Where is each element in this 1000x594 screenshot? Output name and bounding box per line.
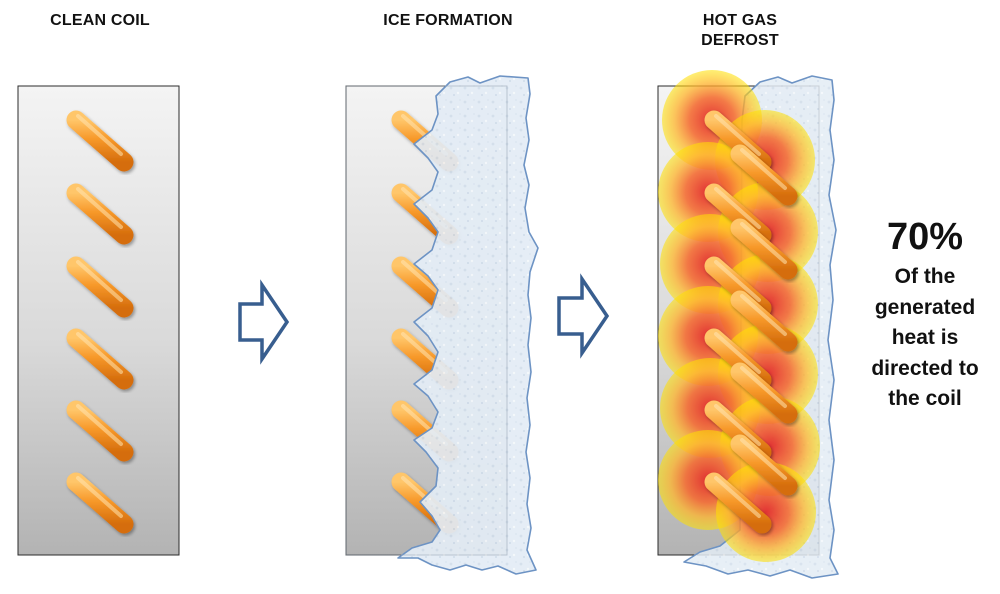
coil-rod-highlight (76, 114, 123, 156)
coil-rod (730, 144, 798, 206)
coil-rods (704, 110, 798, 534)
right-arrow-icon (557, 273, 610, 359)
statistic-percent: 70% (886, 216, 964, 258)
coil-rod-highlight (714, 260, 761, 302)
right-arrow-icon (238, 279, 290, 365)
clean-coil-panel (17, 85, 180, 556)
hot-gas-defrost-title-line1: HOT GAS (702, 12, 778, 29)
coil-rod-highlight (740, 294, 787, 336)
coil-rod (66, 110, 134, 172)
coil-rod-highlight (714, 332, 761, 374)
coil-plate (17, 85, 180, 556)
coil-rod-highlight (76, 260, 123, 302)
coil-rod-highlight (714, 404, 761, 446)
coil-rod-highlight (714, 114, 761, 156)
coil-rod-highlight (740, 148, 787, 190)
statistic-line: the coil (888, 387, 962, 410)
coil-rod-highlight (714, 476, 761, 518)
coil-rod-highlight (76, 404, 123, 446)
ice-formation-title: ICE FORMATION (383, 12, 513, 29)
ice-layer (397, 75, 539, 575)
coil-rod-highlight (76, 187, 123, 229)
coil-rod (66, 472, 134, 534)
coil-rod (730, 218, 798, 280)
coil-rod (730, 290, 798, 352)
statistic-line: directed to (871, 356, 979, 380)
coil-rods (66, 110, 134, 534)
clean-coil-title: CLEAN COIL (50, 12, 150, 29)
coil-rod-highlight (714, 187, 761, 229)
ice-formation-panel (345, 75, 539, 575)
coil-rod (730, 434, 798, 496)
coil-rod-highlight (76, 332, 123, 374)
coil-rod (66, 328, 134, 390)
coil-rod (66, 183, 134, 245)
coil-rod (66, 256, 134, 318)
coil-rod (730, 362, 798, 424)
hot-gas-defrost-title: HOT GAS DEFROST (670, 11, 810, 51)
statistic-line: Of the (894, 265, 956, 288)
hot-gas-defrost-title-line2: DEFROST (701, 32, 779, 49)
heat-statistic: 70% Of the generated heat is directed to… (850, 212, 1000, 415)
hot-gas-defrost-panel (657, 70, 839, 579)
coil-plate-edge (345, 85, 508, 556)
coil-rod (66, 400, 134, 462)
coil-rod-highlight (740, 222, 787, 264)
coil-rod (704, 472, 772, 534)
statistic-line: heat is (891, 326, 959, 349)
statistic-line: generated (874, 295, 976, 319)
coil-rod-highlight (740, 438, 787, 480)
coil-rod-highlight (76, 476, 123, 518)
coil-rod-highlight (740, 366, 787, 408)
